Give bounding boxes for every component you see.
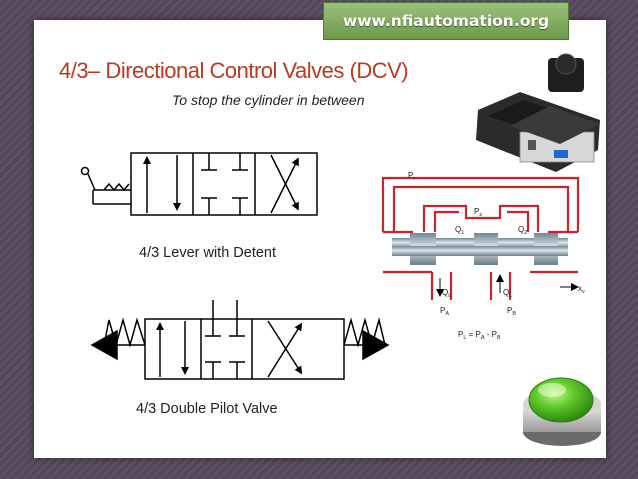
svg-text:Ps: Ps — [474, 207, 482, 218]
label-ps: P — [474, 207, 479, 216]
svg-text:PB: PB — [507, 306, 516, 317]
svg-text:QL: QL — [442, 288, 451, 299]
label-ql-left-sub: L — [448, 293, 451, 299]
valve-photo — [476, 53, 600, 172]
valve-double-pilot — [90, 300, 390, 380]
label-pb: P — [507, 306, 512, 315]
spool-diagram: Pr Ps Q1 Q2 QL QL PA PB xv PL = PA - PB — [381, 171, 585, 341]
label-pr-sub: r — [413, 176, 415, 182]
valve-lever-detent — [80, 152, 318, 216]
green-push-button[interactable] — [523, 377, 601, 446]
svg-text:PA: PA — [440, 306, 449, 317]
label-ql-right: Q — [503, 288, 509, 297]
label-q1-sub: 1 — [461, 230, 464, 236]
label-ps-sub: s — [479, 212, 482, 218]
label-q2-sub: 2 — [524, 230, 527, 236]
label-pb-sub: B — [512, 311, 516, 317]
label-pr: P — [408, 171, 413, 180]
svg-text:Pr: Pr — [408, 171, 415, 182]
valve-1-caption: 4/3 Lever with Detent — [139, 245, 277, 261]
label-ql-right-sub: L — [509, 293, 512, 299]
url-banner[interactable]: www.nfiautomation.org — [323, 2, 569, 40]
svg-text:QL: QL — [503, 288, 512, 299]
slide-title: 4/3– Directional Control Valves (DCV) — [59, 58, 409, 83]
svg-text:xv: xv — [578, 284, 585, 295]
slide-subtitle: To stop the cylinder in between — [172, 92, 365, 108]
label-q2: Q — [518, 225, 524, 234]
svg-text:Q1: Q1 — [455, 225, 464, 236]
label-pa: P — [440, 306, 445, 315]
label-pa-sub: A — [445, 311, 449, 317]
pl-equation: PL = PA - PB — [458, 330, 501, 341]
url-text: www.nfiautomation.org — [342, 12, 550, 30]
label-ql-left: Q — [442, 288, 448, 297]
svg-text:Q2: Q2 — [518, 225, 527, 236]
label-xv-sub: v — [582, 289, 585, 295]
label-xv: x — [578, 284, 582, 293]
valve-2-caption: 4/3 Double Pilot Valve — [136, 401, 278, 417]
label-q1: Q — [455, 225, 461, 234]
